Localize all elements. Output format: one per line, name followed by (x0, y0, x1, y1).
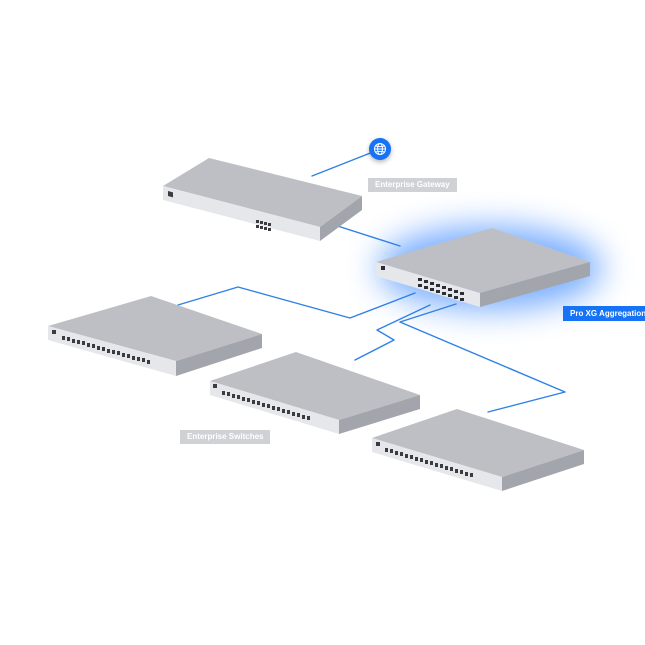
enterprise-switch-2 (210, 352, 420, 434)
label-enterprise-gateway: Enterprise Gateway (368, 178, 457, 192)
link-internet-gateway (311, 149, 379, 177)
enterprise-switch-3 (372, 409, 584, 491)
label-enterprise-switches: Enterprise Switches (180, 430, 271, 444)
enterprise-switch-1 (48, 296, 262, 376)
label-pro-xg-aggregation: Pro XG Aggregation (563, 306, 645, 321)
link-switch3-aggregation (399, 303, 566, 413)
globe-glyph (374, 143, 386, 155)
link-switch2-aggregation (354, 304, 431, 361)
link-switch1-aggregation (177, 286, 416, 319)
enterprise-gateway-device (163, 158, 362, 241)
pro-xg-aggregation-device (376, 228, 590, 307)
globe-icon (369, 138, 391, 160)
